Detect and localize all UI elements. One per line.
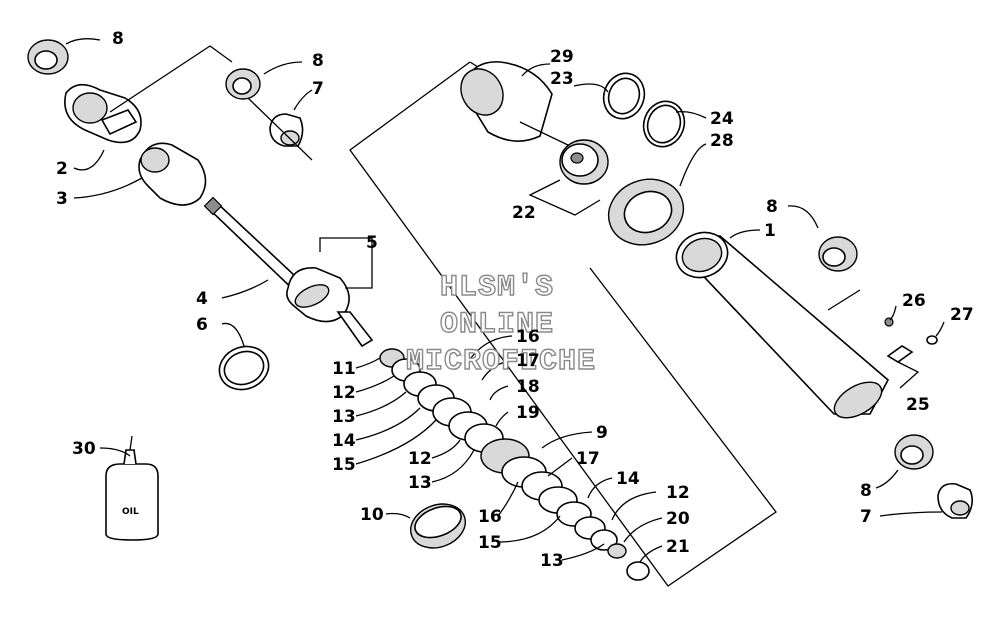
callout-30: 30 xyxy=(72,439,96,459)
sleeve-7-lower-right xyxy=(937,482,974,519)
svg-text:ONLINE: ONLINE xyxy=(440,308,554,342)
callout-8: 8 xyxy=(766,197,778,217)
callout-17: 17 xyxy=(576,449,600,469)
callout-17: 17 xyxy=(516,351,540,371)
washer-10 xyxy=(410,503,466,549)
callout-labels: 8 8 7 2 3 5 4 6 29 23 24 28 22 8 1 26 27… xyxy=(56,29,974,571)
bump-stop-3 xyxy=(138,142,207,206)
callout-8: 8 xyxy=(312,51,324,71)
svg-text:MICROFICHE: MICROFICHE xyxy=(406,345,596,379)
piston-shim-stack xyxy=(379,348,650,581)
o-ring-6 xyxy=(218,345,270,391)
callout-6: 6 xyxy=(196,315,208,335)
callout-16: 16 xyxy=(478,507,502,527)
callout-23: 23 xyxy=(550,69,574,89)
callout-15: 15 xyxy=(478,533,502,553)
callout-22: 22 xyxy=(512,203,536,223)
shock-body-1 xyxy=(675,231,890,419)
sleeve-7-upper xyxy=(269,113,304,147)
callout-12: 12 xyxy=(332,383,356,403)
callout-25: 25 xyxy=(906,395,930,415)
leader-lines xyxy=(65,38,945,563)
svg-text:HLSM'S: HLSM'S xyxy=(440,271,554,305)
callout-14: 14 xyxy=(332,431,356,451)
callout-20: 20 xyxy=(666,509,690,529)
callout-13: 13 xyxy=(408,473,432,493)
callout-13: 13 xyxy=(332,407,356,427)
callout-8: 8 xyxy=(860,481,872,501)
ring-24 xyxy=(642,100,686,148)
callout-21: 21 xyxy=(666,537,690,557)
bushing-8-right xyxy=(818,236,858,272)
watermark: HLSM'S ONLINE MICROFICHE xyxy=(405,270,596,379)
callout-28: 28 xyxy=(710,131,734,151)
callout-18: 18 xyxy=(516,377,540,397)
o-ring-23 xyxy=(602,72,646,120)
callout-15: 15 xyxy=(332,455,356,475)
callout-2: 2 xyxy=(56,159,68,179)
callout-3: 3 xyxy=(56,189,68,209)
callout-12: 12 xyxy=(408,449,432,469)
callout-9: 9 xyxy=(596,423,608,443)
bushing-8-top-left xyxy=(27,39,69,75)
oil-bottle-label: OIL xyxy=(122,507,139,517)
callout-10: 10 xyxy=(360,505,384,525)
callout-5: 5 xyxy=(366,233,378,253)
valve-parts-25-26-27 xyxy=(884,317,938,363)
callout-26: 26 xyxy=(902,291,926,311)
callout-8: 8 xyxy=(112,29,124,49)
callout-27: 27 xyxy=(950,305,974,325)
reservoir-cap-29 xyxy=(460,61,553,142)
callout-1: 1 xyxy=(764,221,776,241)
bushing-8-upper xyxy=(225,68,261,100)
callout-4: 4 xyxy=(196,289,208,309)
callout-13: 13 xyxy=(540,551,564,571)
callout-11: 11 xyxy=(332,359,356,379)
callout-7: 7 xyxy=(860,507,872,527)
spring-seat-28 xyxy=(607,178,685,246)
assembly-bracket xyxy=(349,61,777,587)
callout-12: 12 xyxy=(666,483,690,503)
callout-16: 16 xyxy=(516,327,540,347)
callout-29: 29 xyxy=(550,47,574,67)
callout-14: 14 xyxy=(616,469,640,489)
oil-bottle-30: OIL xyxy=(105,435,159,541)
callout-7: 7 xyxy=(312,79,324,99)
reservoir-piston-22 xyxy=(559,139,609,185)
bushing-8-lower-right xyxy=(894,434,934,470)
callout-24: 24 xyxy=(710,109,734,129)
eyelet-2 xyxy=(64,83,142,144)
shaft-eyelet-5 xyxy=(286,267,374,348)
callout-19: 19 xyxy=(516,403,540,423)
